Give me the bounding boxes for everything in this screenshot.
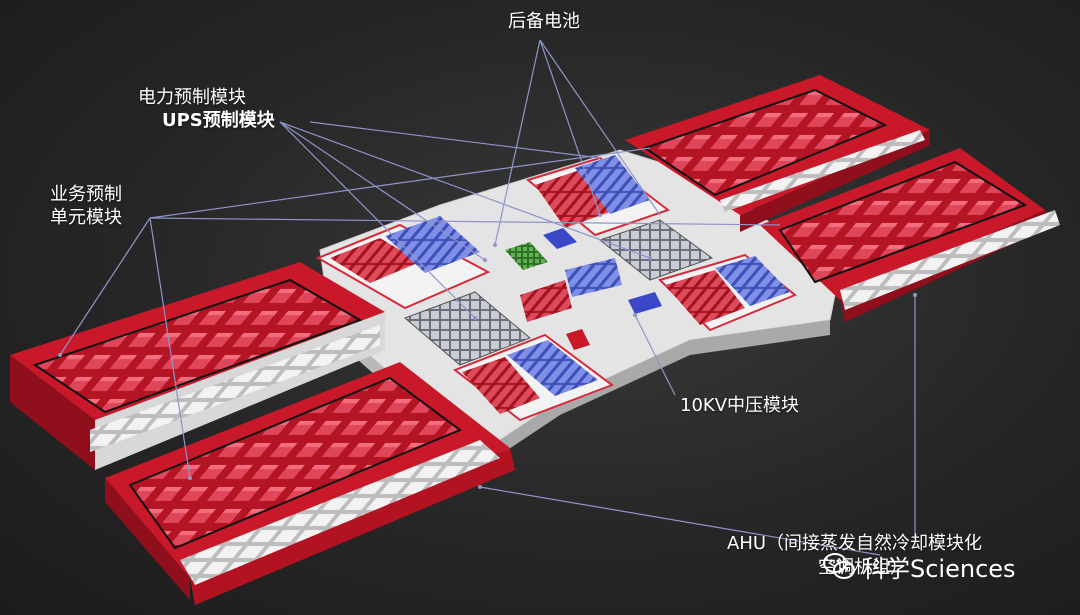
label-business-prefab-line1: 业务预制 xyxy=(50,183,122,206)
wechat-icon xyxy=(822,549,856,583)
label-mv-module: 10KV中压模块 xyxy=(680,394,799,417)
watermark: 科学Sciences xyxy=(822,548,1016,584)
label-ups-prefab: UPS预制模块 xyxy=(162,109,275,132)
label-power-prefab: 电力预制模块 xyxy=(138,86,246,109)
watermark-text: 科学Sciences xyxy=(862,549,1016,584)
label-business-prefab-line2: 单元模块 xyxy=(50,206,122,229)
label-backup-battery: 后备电池 xyxy=(508,10,580,33)
